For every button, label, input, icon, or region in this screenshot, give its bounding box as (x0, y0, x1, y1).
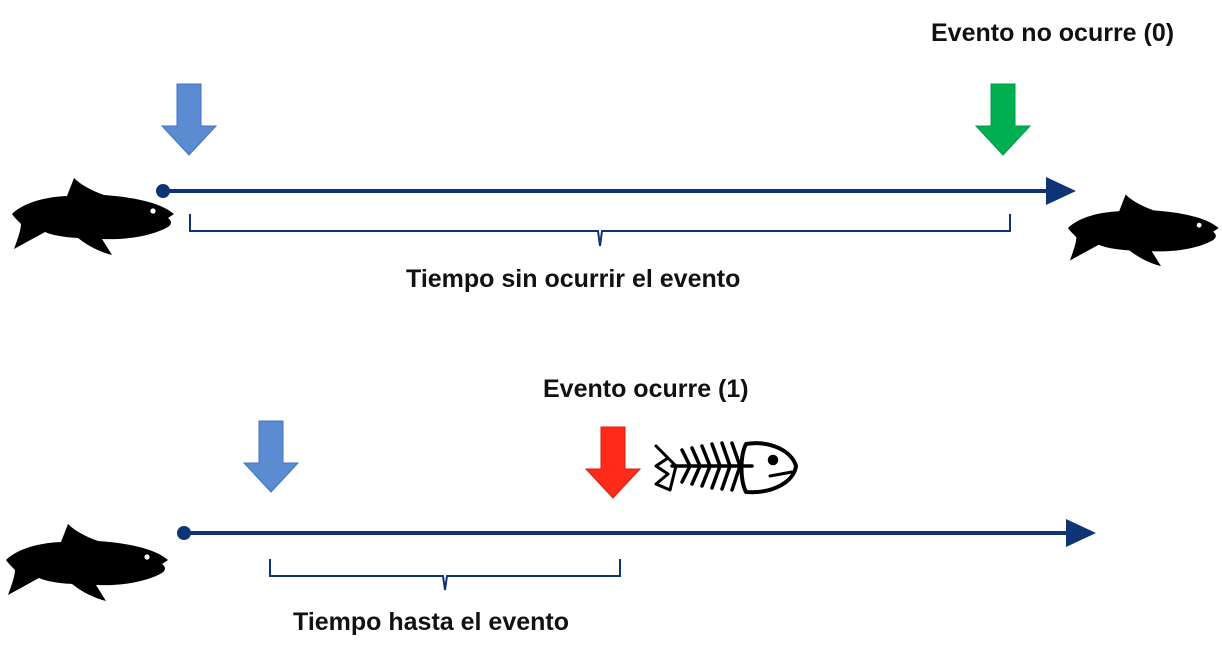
start-arrow-event (242, 420, 300, 493)
censored-interval-label: Tiempo sin ocurrir el evento (406, 265, 741, 293)
fish-icon (1068, 194, 1219, 267)
fish-skeleton-icon (654, 441, 798, 495)
timeline-event (177, 519, 1096, 547)
interval-brace-event (269, 559, 621, 591)
timeline-censored (156, 177, 1076, 205)
fish-icon (12, 178, 174, 255)
event-interval-label: Tiempo hasta el evento (293, 608, 570, 636)
no-event-label: Evento no ocurre (0) (931, 19, 1175, 47)
no-event-arrow (974, 83, 1032, 156)
fish-icon (6, 524, 168, 601)
event-label: Evento ocurre (1) (543, 375, 749, 403)
interval-brace-censored (189, 214, 1011, 247)
start-arrow-censored (160, 83, 218, 156)
event-arrow (584, 426, 642, 499)
